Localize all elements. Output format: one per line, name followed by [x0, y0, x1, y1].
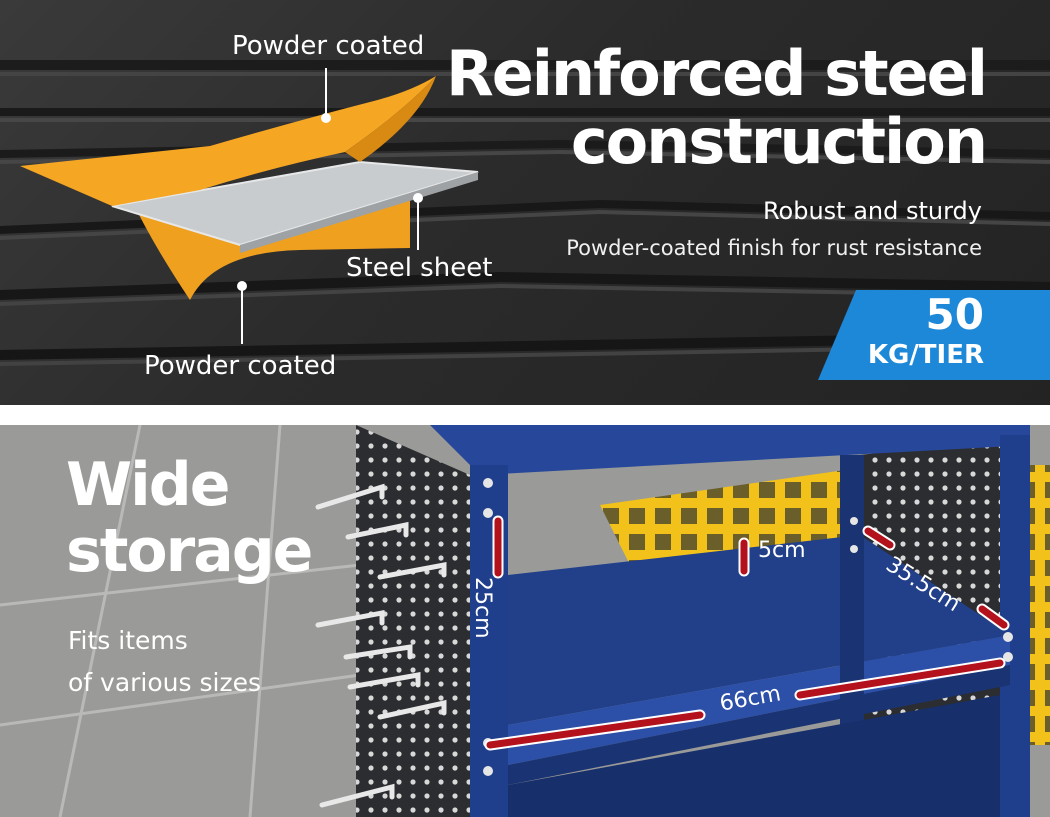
tool-cart-illustration: [0, 425, 1050, 817]
caption-line-2: of various sizes: [68, 668, 261, 697]
panel-divider: [0, 405, 1050, 425]
headline-line-1: Reinforced steel: [446, 37, 988, 110]
top-coating-layer: [20, 76, 436, 206]
load-capacity-number: 50: [925, 290, 984, 339]
dimension-height: 25cm: [470, 577, 495, 639]
load-capacity-unit: KG/TIER: [867, 340, 984, 370]
wide-storage-panel: 25cm 5cm 35.5cm 66cm: [0, 425, 1050, 817]
wide-storage-title-line-2: storage: [66, 516, 313, 586]
headline: Reinforced steel construction: [446, 37, 988, 178]
label-steel-sheet: Steel sheet: [346, 253, 493, 283]
label-top-coating: Powder coated: [232, 31, 425, 61]
pegboard-hooks: [315, 483, 447, 808]
cart-frame: [430, 425, 1030, 817]
dimension-lip: 5cm: [758, 538, 806, 563]
subtitle: Robust and sturdy: [762, 197, 982, 225]
caption-line-1: Fits items: [68, 626, 188, 655]
pegboard-panel: [356, 425, 470, 817]
sheet-metal-stack-illustration: [0, 60, 1050, 366]
wide-storage-caption: Fits items of various sizes: [68, 620, 261, 704]
wide-storage-title-line-1: Wide: [66, 450, 230, 520]
steel-construction-panel: Reinforced steel construction Robust and…: [0, 0, 1050, 405]
headline-line-2: construction: [570, 105, 988, 178]
label-bottom-coating: Powder coated: [144, 351, 337, 381]
wide-storage-title: Wide storage: [66, 450, 313, 586]
load-capacity-badge: [818, 290, 1050, 380]
stacked-sheets: [0, 60, 1050, 366]
dimension-markers: [484, 515, 1010, 751]
description: Powder-coated finish for rust resistance: [566, 236, 982, 260]
floor-tiles: [0, 425, 361, 817]
